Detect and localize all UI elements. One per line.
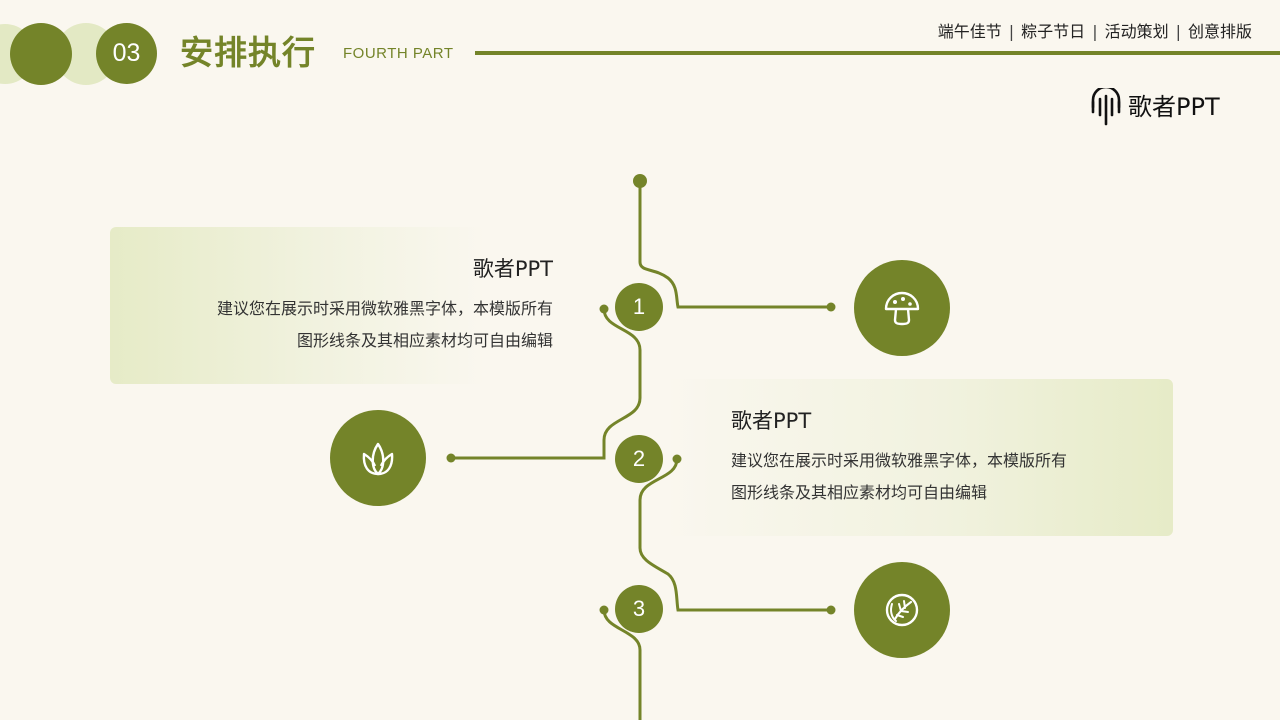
logo-text: 歌者PPT — [1128, 93, 1220, 121]
mushroom-icon — [884, 291, 920, 326]
nav-item: 端午佳节 — [937, 22, 1002, 41]
step-3-number: 3 — [615, 585, 663, 633]
step-2-line-2: 图形线条及其相应素材均可自由编辑 — [731, 483, 988, 502]
top-nav: 端午佳节 | 粽子节日 | 活动策划 | 创意排版 — [938, 20, 1252, 44]
step-2-icon-circle — [330, 410, 426, 506]
step-1-card — [110, 227, 485, 384]
logo-icon — [1091, 88, 1121, 126]
nav-separator: | — [1008, 22, 1015, 41]
section-number-badge: 03 — [96, 23, 157, 84]
nav-separator: | — [1092, 22, 1098, 41]
step-1-line-1: 建议您在展示时采用微软雅黑字体，本模版所有 — [216, 299, 553, 318]
brand-logo: 歌者PPT — [1090, 88, 1220, 126]
step-2-number: 2 — [615, 435, 663, 483]
page-subtitle: FOURTH PART — [343, 45, 454, 62]
step-3-icon-circle — [854, 562, 950, 658]
step-2-heading: 歌者PPT — [731, 409, 812, 433]
sprout-icon — [362, 442, 394, 476]
nav-item: 活动策划 — [1104, 22, 1169, 41]
nav-item: 创意排版 — [1187, 22, 1252, 41]
cabbage-icon — [885, 593, 919, 627]
step-2-line-1: 建议您在展示时采用微软雅黑字体，本模版所有 — [731, 451, 1068, 470]
step-2-text: 歌者PPT 建议您在展示时采用微软雅黑字体，本模版所有 图形线条及其相应素材均可… — [731, 407, 1067, 509]
nav-separator: | — [1175, 22, 1181, 41]
step-1-line-2: 图形线条及其相应素材均可自由编辑 — [296, 331, 553, 350]
nav-item: 粽子节日 — [1021, 22, 1086, 41]
step-2-card — [665, 379, 1173, 536]
step-1-text: 歌者PPT 建议您在展示时采用微软雅黑字体，本模版所有 图形线条及其相应素材均可… — [217, 255, 553, 357]
step-1-number: 1 — [615, 283, 663, 331]
step-1-icon-circle — [854, 260, 950, 356]
step-1-heading: 歌者PPT — [472, 257, 553, 281]
page-title: 安排执行 — [180, 33, 316, 72]
header-divider — [475, 51, 1280, 55]
